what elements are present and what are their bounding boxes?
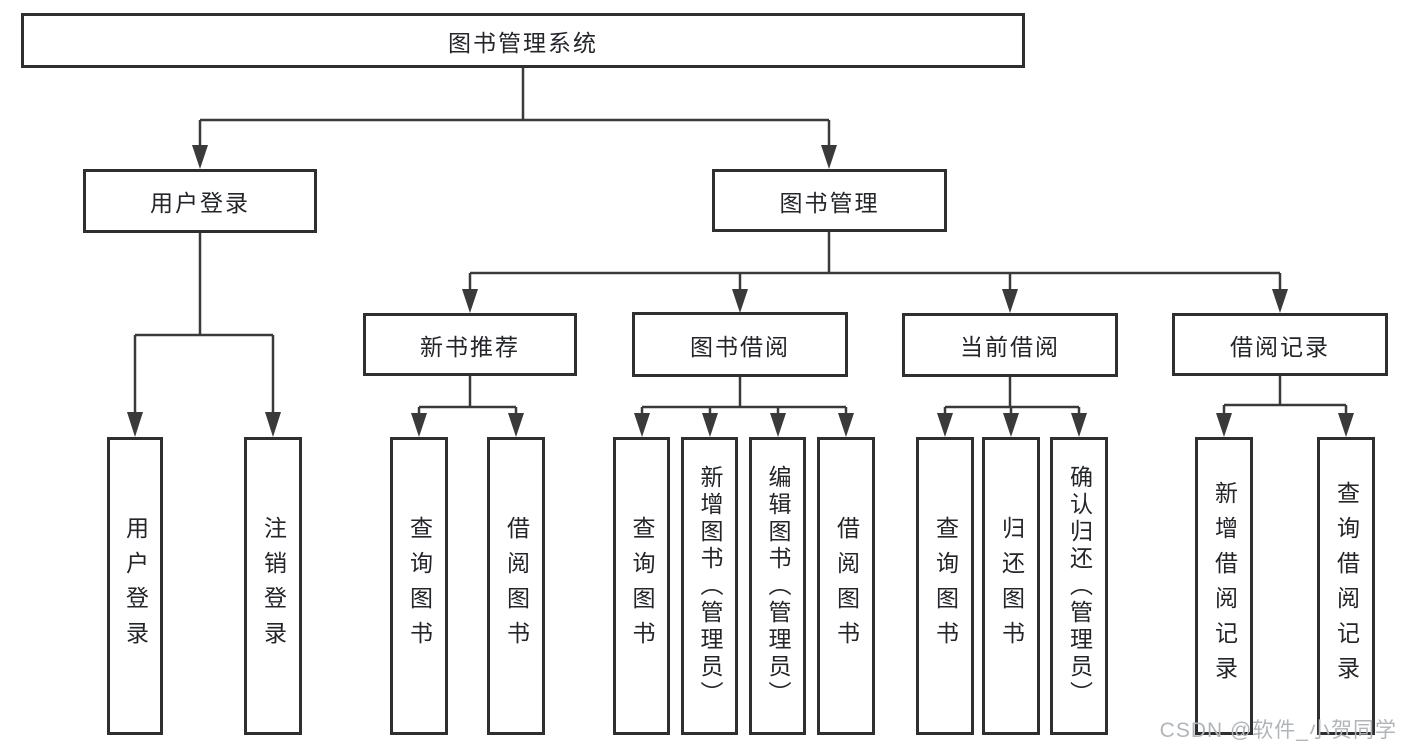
connector-current-borrow xyxy=(943,377,1081,417)
node-leaf-edit-book: 编辑图书（管理员） xyxy=(749,437,806,735)
node-leaf-query-book-borrow-label: 查询图书 xyxy=(629,516,655,656)
connector-book-borrow xyxy=(640,377,848,417)
node-leaf-confirm-return-label: 确认归还（管理员） xyxy=(1066,464,1093,708)
csdn-watermark: CSDN @软件_小贺同学 xyxy=(1159,719,1397,742)
node-leaf-logout: 注销登录 xyxy=(244,437,302,735)
node-leaf-logout-label: 注销登录 xyxy=(260,516,287,656)
connector-borrow-record xyxy=(1222,376,1348,417)
node-book-mgmt: 图书管理 xyxy=(712,169,947,232)
node-leaf-query-book-rec-label: 查询图书 xyxy=(406,516,433,656)
node-leaf-query-book-current-label: 查询图书 xyxy=(932,516,959,656)
node-leaf-confirm-return: 确认归还（管理员） xyxy=(1050,437,1108,735)
node-leaf-query-borrow-record: 查询借阅记录 xyxy=(1317,437,1375,735)
node-root-label: 图书管理系统 xyxy=(448,29,598,56)
node-leaf-edit-book-label: 编辑图书（管理员） xyxy=(765,464,791,708)
node-leaf-user-login-label: 用户登录 xyxy=(122,516,149,656)
node-book-mgmt-label: 图书管理 xyxy=(779,189,880,216)
node-leaf-query-book-rec: 查询图书 xyxy=(390,437,448,735)
node-user-login: 用户登录 xyxy=(83,169,317,233)
node-new-book-rec: 新书推荐 xyxy=(363,313,577,376)
node-leaf-query-book-borrow: 查询图书 xyxy=(613,437,670,735)
node-leaf-return-book-label: 归还图书 xyxy=(998,516,1025,656)
node-new-book-rec-label: 新书推荐 xyxy=(420,333,520,360)
node-leaf-borrow-book-borrow: 借阅图书 xyxy=(817,437,875,735)
node-leaf-add-book: 新增图书（管理员） xyxy=(681,437,738,735)
node-book-borrow-label: 图书借阅 xyxy=(690,333,790,360)
node-leaf-borrow-book-rec-label: 借阅图书 xyxy=(503,516,530,656)
arrowheads xyxy=(127,145,1354,437)
node-root: 图书管理系统 xyxy=(21,13,1025,68)
node-leaf-user-login: 用户登录 xyxy=(107,437,163,735)
node-leaf-borrow-book-borrow-label: 借阅图书 xyxy=(833,516,860,656)
node-borrow-record-label: 借阅记录 xyxy=(1230,333,1330,360)
node-leaf-add-borrow-record: 新增借阅记录 xyxy=(1195,437,1253,735)
connector-user-login xyxy=(133,233,275,416)
node-current-borrow: 当前借阅 xyxy=(902,313,1118,377)
node-leaf-return-book: 归还图书 xyxy=(982,437,1040,735)
node-leaf-add-borrow-record-label: 新增借阅记录 xyxy=(1211,481,1238,691)
node-borrow-record: 借阅记录 xyxy=(1172,313,1388,376)
node-user-login-label: 用户登录 xyxy=(150,190,250,216)
node-leaf-borrow-book-rec: 借阅图书 xyxy=(487,437,545,735)
connector-root xyxy=(198,68,831,147)
connector-new-book-rec xyxy=(417,376,518,417)
node-leaf-query-book-current: 查询图书 xyxy=(916,437,974,735)
node-book-borrow: 图书借阅 xyxy=(632,312,848,377)
node-leaf-add-book-label: 新增图书（管理员） xyxy=(697,464,723,708)
node-current-borrow-label: 当前借阅 xyxy=(960,334,1060,360)
node-leaf-query-borrow-record-label: 查询借阅记录 xyxy=(1333,481,1360,691)
connector-book-mgmt xyxy=(468,232,1282,294)
